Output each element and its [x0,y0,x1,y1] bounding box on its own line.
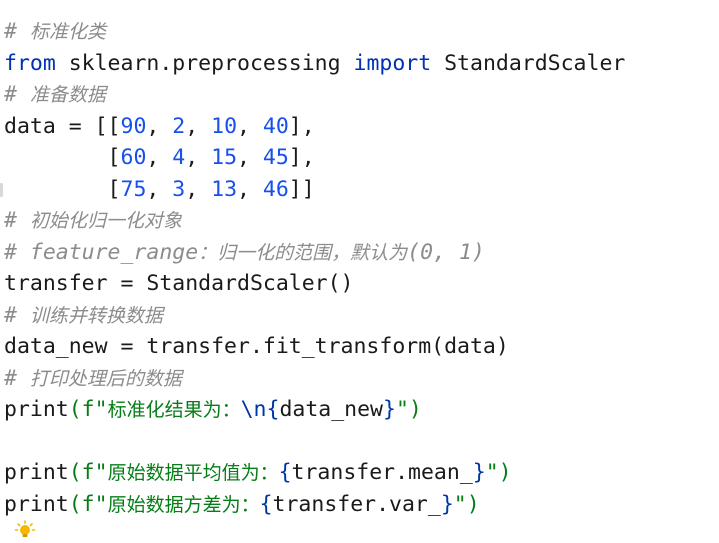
lightbulb-icon-svg [14,520,36,537]
code-line-10[interactable]: # 训练并转换数据 [4,303,163,328]
code-line-3[interactable]: # 准备数据 [4,82,106,107]
code-line-13[interactable]: print(f"标准化结果为：\n{data_new}") [4,397,422,422]
code-line-7[interactable]: # 初始化归一化对象 [4,208,182,233]
code-line-4[interactable]: data = [[90, 2, 10, 40], [4,114,315,139]
code-line-12[interactable]: # 打印处理后的数据 [4,366,182,391]
code-line-11[interactable]: data_new = transfer.fit_transform(data) [4,334,509,359]
lightbulb-icon[interactable] [14,520,36,538]
code-line-1[interactable]: # 标准化类 [4,19,106,44]
code-line-9[interactable]: transfer = StandardScaler() [4,271,354,296]
code-line-16[interactable]: print(f"原始数据方差为：{transfer.var_}") [4,492,480,517]
code-line-5[interactable]: [60, 4, 15, 45], [4,145,315,170]
code-line-6[interactable]: [75, 3, 13, 46]] [4,177,315,202]
code-line-8[interactable]: # feature_range：归一化的范围，默认为(0, 1) [4,240,485,265]
code-line-2[interactable]: from sklearn.preprocessing import Standa… [4,51,626,76]
fold-marker[interactable] [0,183,3,197]
code-line-15[interactable]: print(f"原始数据平均值为：{transfer.mean_}") [4,460,512,485]
